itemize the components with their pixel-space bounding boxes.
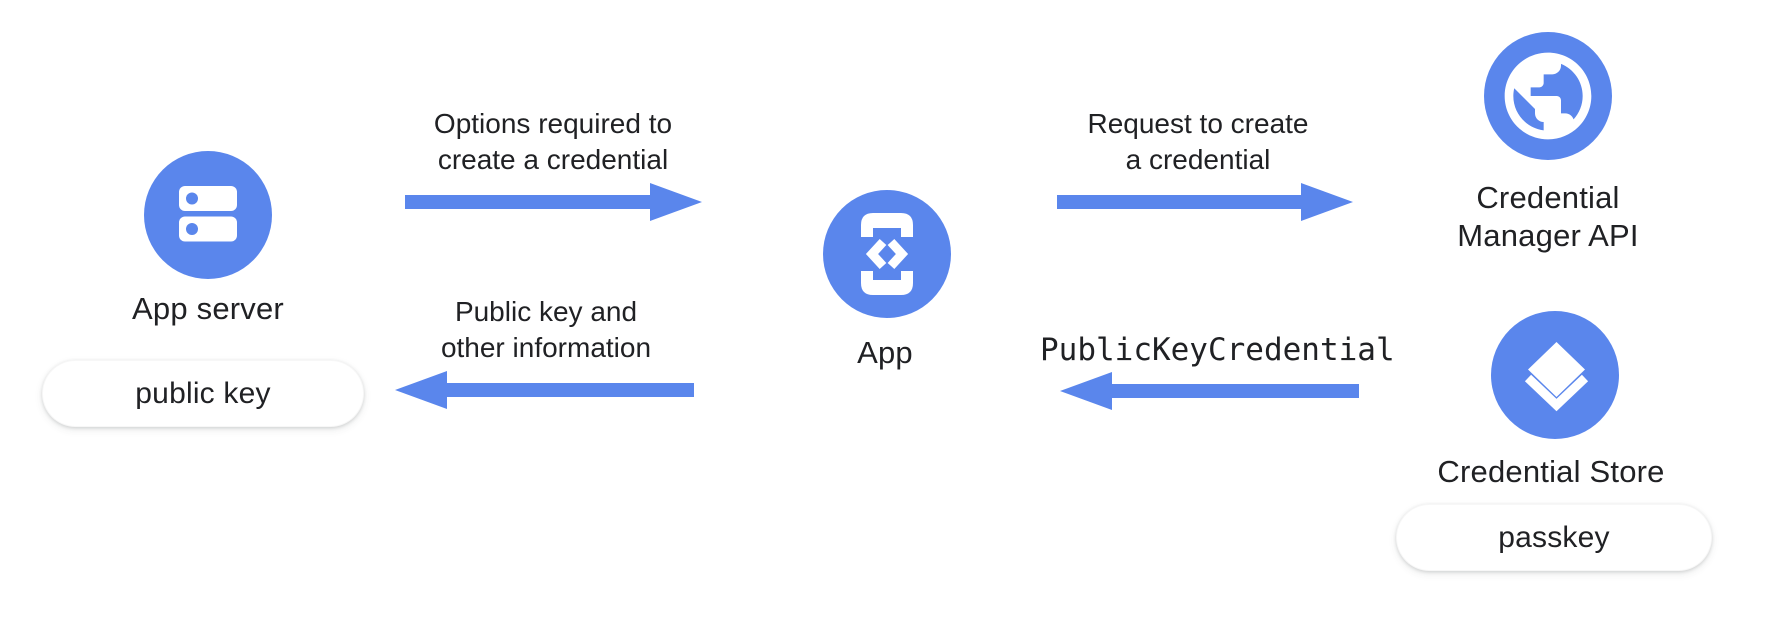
public-key-pill: public key bbox=[42, 360, 364, 427]
credential-manager-label: Credential Manager API bbox=[1457, 180, 1639, 253]
public-key-pill-label: public key bbox=[135, 376, 271, 410]
app-label: App bbox=[857, 335, 913, 370]
passkey-pill-label: passkey bbox=[1498, 520, 1610, 554]
phone-code-icon bbox=[823, 190, 951, 318]
layers-icon bbox=[1491, 311, 1619, 439]
public-key-return-arrow-left-icon bbox=[395, 371, 694, 409]
request-flow-label: Request to create a credential bbox=[1087, 108, 1309, 175]
app-server-label: App server bbox=[132, 291, 284, 326]
publickeycredential-arrow-left-icon bbox=[1060, 372, 1359, 410]
options-flow-label: Options required to create a credential bbox=[433, 108, 673, 175]
server-icon bbox=[144, 151, 272, 279]
globe-icon bbox=[1484, 32, 1612, 160]
publickeycredential-flow-label: PublicKeyCredential bbox=[1040, 332, 1395, 368]
passkey-pill: passkey bbox=[1396, 504, 1712, 571]
options-arrow-right-icon bbox=[405, 183, 702, 221]
public-key-return-flow-label: Public key and other information bbox=[440, 296, 652, 363]
credential-store-label: Credential Store bbox=[1437, 454, 1665, 489]
request-arrow-right-icon bbox=[1057, 183, 1353, 221]
